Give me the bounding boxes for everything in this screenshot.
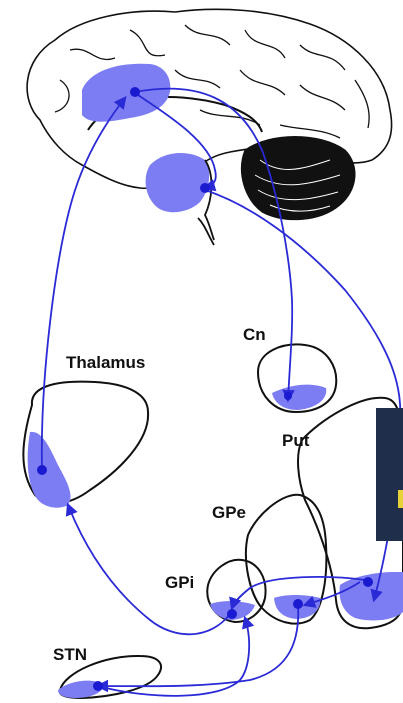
put-node bbox=[363, 577, 373, 587]
overlay-accent bbox=[398, 490, 403, 508]
cerebellum bbox=[241, 137, 355, 220]
label-stn: STN bbox=[53, 645, 87, 664]
thalamus-node bbox=[37, 465, 47, 475]
label-cn: Cn bbox=[243, 325, 266, 344]
label-gpi: GPi bbox=[165, 573, 194, 592]
cn-node bbox=[284, 392, 292, 400]
pathway-gpe-stn bbox=[98, 605, 298, 686]
overlay-panel-bg bbox=[376, 408, 403, 541]
label-thalamus: Thalamus bbox=[66, 353, 145, 372]
stn-node bbox=[93, 681, 103, 691]
gpe-node bbox=[293, 599, 303, 609]
label-gpe: GPe bbox=[212, 503, 246, 522]
brainstem-region bbox=[146, 153, 210, 212]
cn-region bbox=[272, 385, 326, 410]
brainstem-node bbox=[200, 183, 210, 193]
gpi-node bbox=[227, 609, 237, 619]
brain-illustration bbox=[27, 9, 391, 245]
thalamus-region bbox=[28, 432, 71, 508]
pathway-gpi-thalamus bbox=[68, 505, 230, 634]
cortex-node bbox=[130, 87, 140, 97]
overlay-panel bbox=[376, 408, 403, 541]
label-put: Put bbox=[282, 431, 310, 450]
